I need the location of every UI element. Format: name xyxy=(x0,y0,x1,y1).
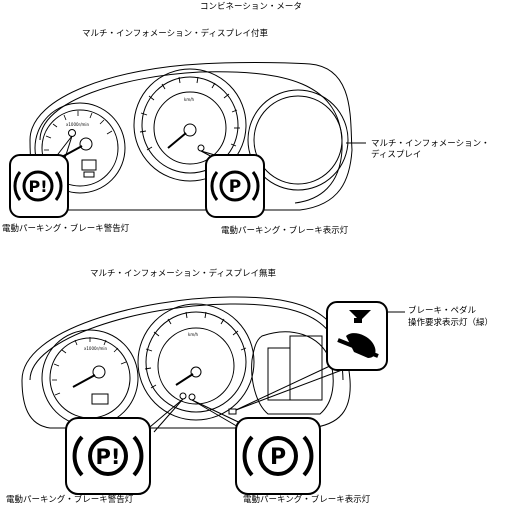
page-title: コンビネーション・メータ xyxy=(200,2,302,12)
mid-label-line2: ディスプレイ xyxy=(371,150,422,160)
indicator-label-2: 電動パーキング・ブレーキ表示灯 xyxy=(243,495,371,505)
parking-brake-warning-icon: P! xyxy=(9,154,69,218)
speed-unit-text-2: km/h xyxy=(188,332,199,337)
warning-label-2: 電動パーキング・ブレーキ警告灯 xyxy=(6,495,134,505)
svg-text:P: P xyxy=(270,445,286,470)
pedal-label-line1: ブレーキ・ペダル xyxy=(408,306,477,316)
tach-unit-text-2: x1000r/min xyxy=(84,346,108,351)
brake-pedal-request-icon xyxy=(326,301,388,371)
svg-text:P: P xyxy=(229,177,241,197)
parking-brake-indicator-icon-2: P xyxy=(235,417,321,495)
mid-label-line1: マルチ・インフォメーション・ xyxy=(371,139,490,149)
speed-unit-text-1: km/h xyxy=(184,97,195,102)
section-2-heading: マルチ・インフォメーション・ディスプレイ無車 xyxy=(90,269,276,279)
parking-brake-indicator-icon: P xyxy=(205,154,265,218)
tach-unit-text-1: x1000r/min xyxy=(66,122,90,127)
warning-label-1: 電動パーキング・ブレーキ警告灯 xyxy=(2,224,130,234)
indicator-label-1: 電動パーキング・ブレーキ表示灯 xyxy=(221,226,349,236)
svg-text:P!: P! xyxy=(28,177,47,196)
pedal-label-line2: 操作要求表示灯（緑） xyxy=(408,318,494,328)
section-1-heading: マルチ・インフォメーション・ディスプレイ付車 xyxy=(82,29,268,39)
cluster-with-display xyxy=(29,62,366,211)
svg-text:P!: P! xyxy=(96,445,121,469)
parking-brake-warning-icon-2: P! xyxy=(65,417,151,495)
